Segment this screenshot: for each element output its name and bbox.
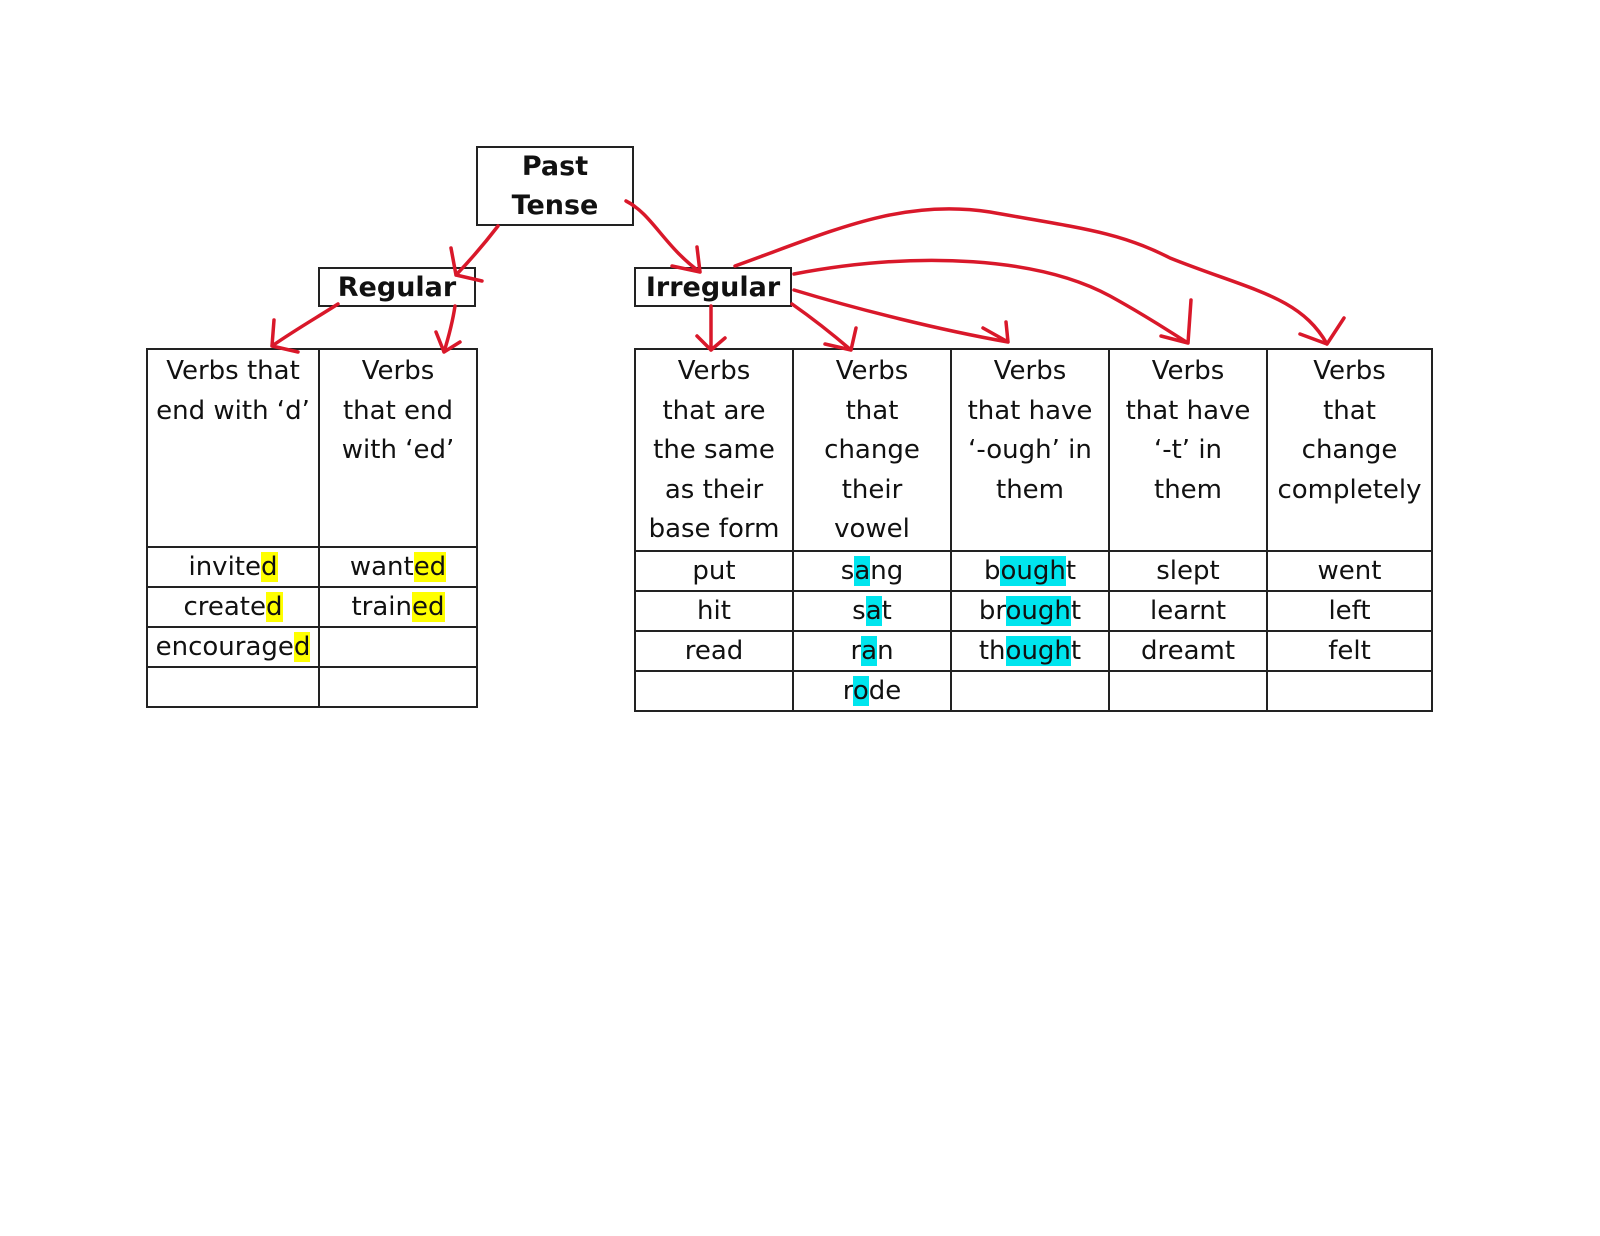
word-cell: invited — [146, 546, 320, 588]
irregular-verbs-table: Verbs that are the same as their base fo… — [634, 348, 1433, 712]
word-cell: rode — [792, 669, 952, 712]
word-cell: brought — [950, 589, 1110, 632]
word-cell: put — [634, 549, 794, 592]
table-row: read ran thought dreamt felt — [634, 629, 1433, 672]
word-cell — [318, 666, 478, 708]
word-cell — [1266, 669, 1433, 712]
word-cell: sat — [792, 589, 952, 632]
irregular-header-ough: Verbs that have ‘-ough’ in them — [950, 348, 1110, 552]
word-cell: hit — [634, 589, 794, 632]
regular-box: Regular — [318, 267, 476, 307]
highlight: d — [293, 632, 311, 662]
table-row — [146, 666, 478, 708]
arrow-irregular-to-vowel — [790, 302, 858, 352]
table-row: invited wanted — [146, 546, 478, 588]
arrow-irregular-to-same — [695, 304, 727, 352]
table-row: hit sat brought learnt left — [634, 589, 1433, 632]
irregular-header-vowel: Verbs that change their vowel — [792, 348, 952, 552]
irregular-header-same: Verbs that are the same as their base fo… — [634, 348, 794, 552]
word-cell: slept — [1108, 549, 1268, 592]
highlight: a — [865, 595, 882, 626]
arrow-irregular-to-t — [792, 258, 1193, 345]
regular-header-ed: Verbs that end with ‘ed’ — [318, 348, 478, 548]
regular-verbs-table: Verbs that end with ‘d’ Verbs that end w… — [146, 348, 478, 708]
highlight: ough — [1005, 635, 1071, 666]
word-cell: created — [146, 586, 320, 628]
arrow-past-to-irregular — [624, 199, 702, 274]
highlight: ough — [1005, 595, 1071, 626]
table-header-row: Verbs that end with ‘d’ Verbs that end w… — [146, 348, 478, 548]
table-row: encouraged — [146, 626, 478, 668]
word-cell: learnt — [1108, 589, 1268, 632]
table-row: created trained — [146, 586, 478, 628]
highlight: a — [861, 635, 878, 666]
highlight: ed — [412, 592, 445, 622]
regular-label: Regular — [337, 271, 457, 303]
arrow-irregular-to-completely — [733, 207, 1346, 346]
irregular-box: Irregular — [634, 267, 792, 307]
word-cell: felt — [1266, 629, 1433, 672]
highlight: ed — [413, 552, 447, 582]
past-tense-box: Past Tense — [476, 146, 634, 226]
highlight: o — [852, 675, 869, 706]
word-cell: bought — [950, 549, 1110, 592]
irregular-header-t: Verbs that have ‘-t’ in them — [1108, 348, 1268, 552]
word-cell — [950, 669, 1110, 712]
highlight: d — [261, 552, 278, 582]
highlight: a — [854, 555, 871, 586]
arrow-regular-to-ed — [434, 304, 462, 354]
word-cell: trained — [318, 586, 478, 628]
word-cell: thought — [950, 629, 1110, 672]
highlight: d — [266, 592, 283, 622]
word-cell — [1108, 669, 1268, 712]
word-cell: sang — [792, 549, 952, 592]
past-tense-label: Past Tense — [511, 151, 599, 221]
highlight: ough — [1000, 555, 1066, 586]
table-row: rode — [634, 669, 1433, 712]
irregular-header-completely: Verbs that change completely — [1266, 348, 1433, 552]
word-cell: went — [1266, 549, 1433, 592]
word-cell: dreamt — [1108, 629, 1268, 672]
arrow-regular-to-d — [270, 302, 340, 354]
word-cell: ran — [792, 629, 952, 672]
word-cell: wanted — [318, 546, 478, 588]
word-cell: left — [1266, 589, 1433, 632]
arrow-irregular-to-ough — [792, 288, 1010, 344]
word-cell: encouraged — [146, 626, 320, 668]
table-row: put sang bought slept went — [634, 549, 1433, 592]
regular-header-d: Verbs that end with ‘d’ — [146, 348, 320, 548]
irregular-label: Irregular — [645, 271, 781, 303]
table-header-row: Verbs that are the same as their base fo… — [634, 348, 1433, 552]
word-cell — [146, 666, 320, 708]
word-cell: read — [634, 629, 794, 672]
word-cell — [634, 669, 794, 712]
word-cell — [318, 626, 478, 668]
